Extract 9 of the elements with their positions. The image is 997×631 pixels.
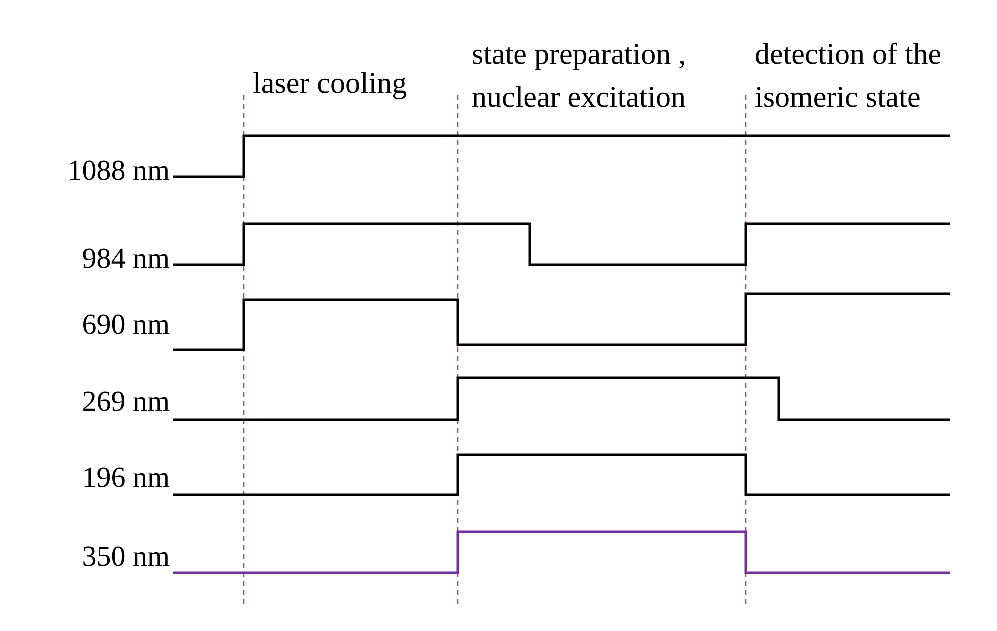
wavelength-label: 1088 nm [66,155,170,188]
wavelength-label: 196 nm [81,462,170,495]
phase-label: detection of the isomeric state [755,37,943,116]
wavelength-label: 269 nm [81,386,170,419]
phase-label: state preparation , nuclear excitation [472,37,688,116]
phase-label: laser cooling [253,66,408,102]
wavelength-label: 690 nm [81,309,170,342]
wavelength-label: 350 nm [81,541,170,574]
wavelength-label: 984 nm [81,243,170,276]
